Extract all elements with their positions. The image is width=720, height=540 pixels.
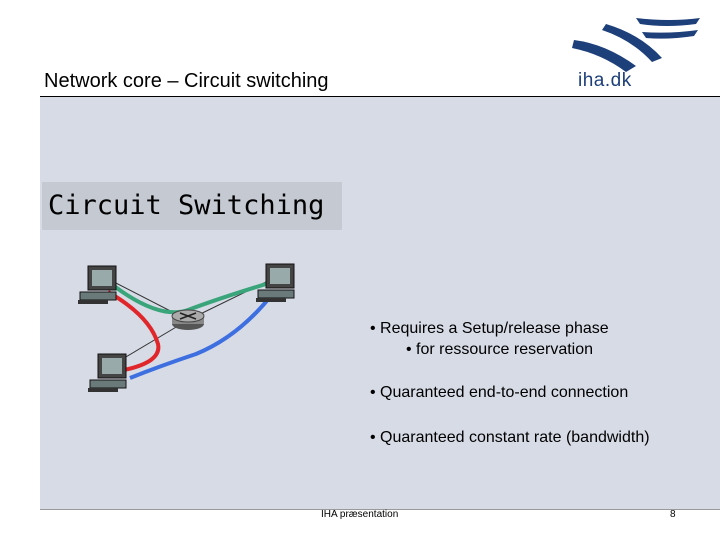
page-number: 8 <box>670 509 676 520</box>
bullet-end-to-end: • Quaranteed end-to-end connection <box>370 384 629 401</box>
green-circuit <box>112 282 267 315</box>
bullet-setup-release: • Requires a Setup/release phase <box>370 320 609 337</box>
computer-icon <box>88 353 127 392</box>
blue-circuit <box>129 290 276 380</box>
router-icon <box>171 309 205 330</box>
bullet-constant-rate: • Quaranteed constant rate (bandwidth) <box>370 429 650 446</box>
slide-title: Network core – Circuit switching <box>44 70 329 92</box>
section-title-box <box>42 182 342 230</box>
header-divider <box>40 96 720 97</box>
content-panel <box>40 97 720 509</box>
footer-divider <box>40 509 720 510</box>
bullet-resource-reservation: • for ressource reservation <box>406 341 594 358</box>
computer-icon <box>256 263 295 302</box>
circuit-switching-diagram <box>78 263 295 392</box>
red-circuit <box>107 290 161 372</box>
section-title: Circuit Switching <box>48 190 325 221</box>
footer-label: IHA præsentation <box>321 509 399 520</box>
computer-icon <box>78 265 117 304</box>
iha-logo <box>572 18 700 72</box>
logo-text: iha.dk <box>578 70 632 91</box>
